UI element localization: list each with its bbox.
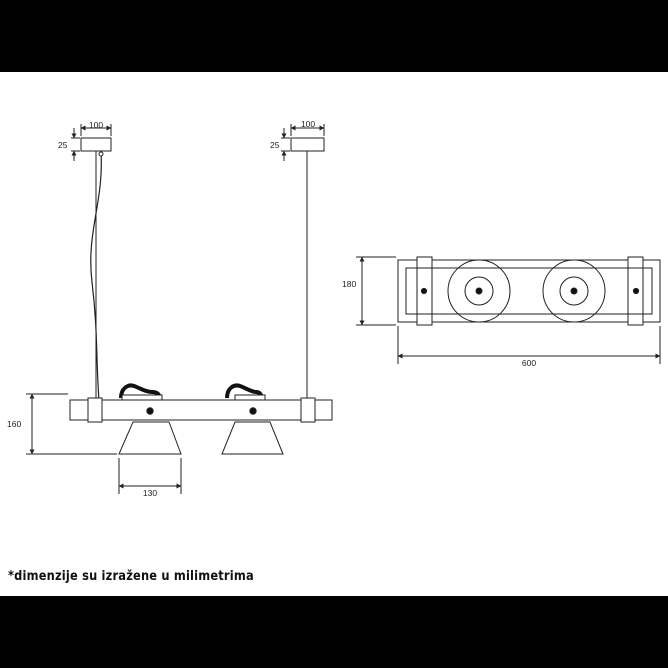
technical-drawing-sheet: 100 25 100 25 160 130 180	[0, 72, 668, 596]
cable-loop-left	[119, 383, 162, 401]
shade-right	[221, 421, 284, 455]
mount-screw-right	[249, 407, 257, 415]
label-canopy-width-left: 100	[89, 120, 103, 130]
top-view-clamp-screw-left	[420, 287, 428, 295]
label-canopy-height-left: 25	[58, 140, 68, 150]
label-shade-width: 130	[143, 488, 157, 498]
technical-drawing: 100 25 100 25 160 130 180	[7, 119, 661, 498]
label-body-height: 160	[7, 419, 21, 429]
units-footnote: *dimenzije su izražene u milimetrima	[8, 569, 254, 584]
shade-left	[118, 421, 182, 455]
cable-loop-right	[225, 383, 264, 401]
top-view-outline	[397, 259, 661, 323]
canopy-left	[80, 137, 112, 152]
canopy-right	[290, 137, 325, 152]
front-view	[26, 124, 333, 494]
power-cord	[90, 151, 102, 401]
clamp-right	[300, 397, 316, 423]
mount-screw-left	[146, 407, 154, 415]
fixture-bar	[69, 399, 333, 421]
label-canopy-width-right: 100	[301, 119, 315, 129]
label-length: 600	[522, 358, 536, 368]
clamp-left	[87, 397, 103, 423]
top-view-clamp-screw-right	[632, 287, 640, 295]
top-view-shade-right-center	[570, 287, 578, 295]
label-canopy-height-right: 25	[270, 140, 280, 150]
label-depth: 180	[342, 279, 356, 289]
top-view	[356, 256, 661, 364]
top-view-shade-left-center	[475, 287, 483, 295]
